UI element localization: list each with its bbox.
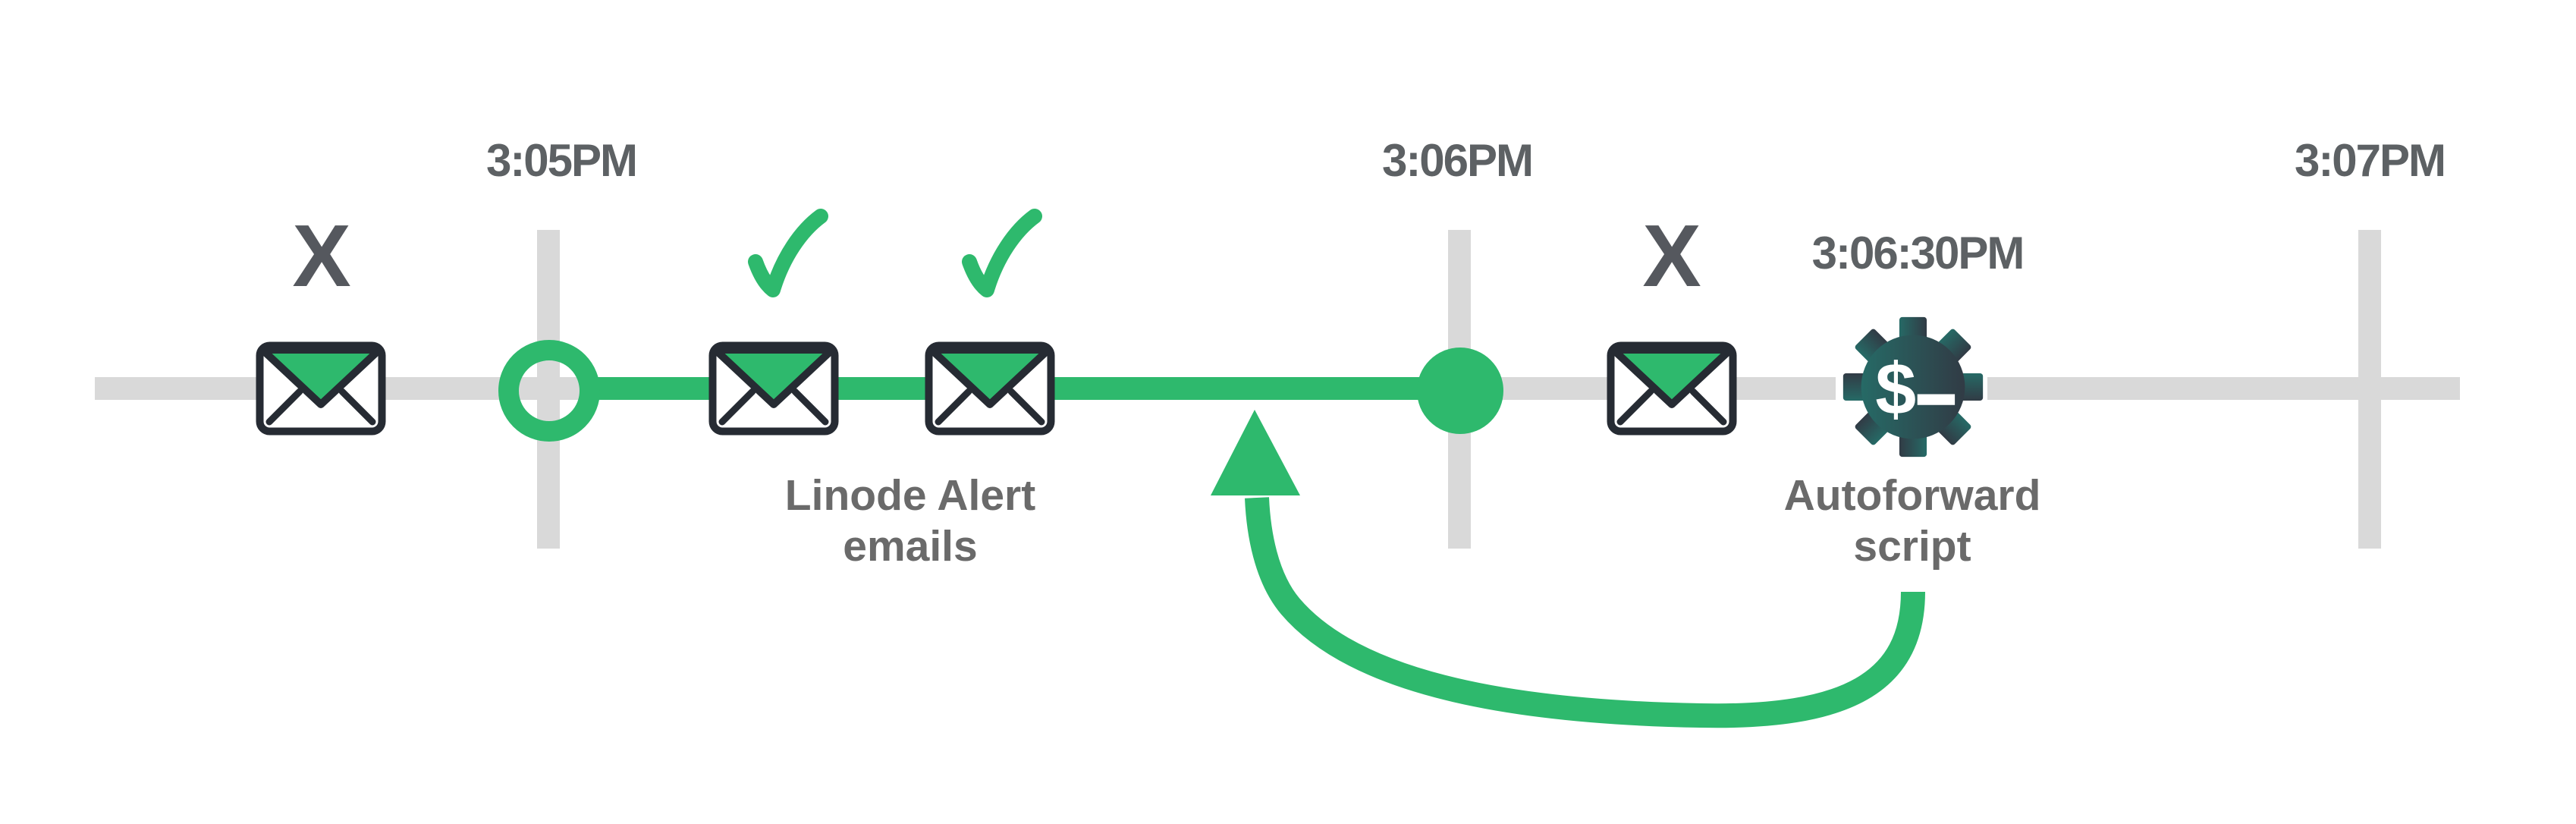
checkmark-icon-2 xyxy=(962,209,1042,297)
tick-label-306: 3:06PM xyxy=(1381,135,1534,186)
caption-autoforward-script: Autoforward script xyxy=(1784,470,2041,572)
caption-autoforward-line1: Autoforward xyxy=(1783,471,2041,520)
gear-dollar-prompt-icon: $ xyxy=(1842,316,1984,458)
dollar-prompt-glyph: $ xyxy=(1875,348,1916,430)
envelope-icon-blocked-2 xyxy=(1607,341,1737,436)
caption-alert-emails: Linode Alert emails xyxy=(785,470,1035,572)
curved-loop-arrow-icon xyxy=(1211,410,1925,728)
x-mark-icon-left: X xyxy=(292,206,351,305)
alert-window-end-dot xyxy=(1417,348,1503,434)
script-time-label: 3:06:30PM xyxy=(1811,228,2025,278)
envelope-icon-alert-2 xyxy=(925,341,1055,436)
caption-alert-emails-line2: emails xyxy=(843,522,978,571)
alert-window-start-ring xyxy=(498,340,600,442)
x-mark-icon-right: X xyxy=(1642,206,1701,305)
checkmark-icon-1 xyxy=(748,209,828,297)
caption-autoforward-line2: script xyxy=(1853,522,1971,571)
tick-label-307: 3:07PM xyxy=(2294,135,2446,186)
caption-alert-emails-line1: Linode Alert xyxy=(784,471,1036,520)
tick-label-305: 3:05PM xyxy=(485,135,638,186)
envelope-icon-blocked-1 xyxy=(256,341,386,436)
prompt-underscore xyxy=(1917,394,1956,405)
envelope-icon-alert-1 xyxy=(708,341,839,436)
